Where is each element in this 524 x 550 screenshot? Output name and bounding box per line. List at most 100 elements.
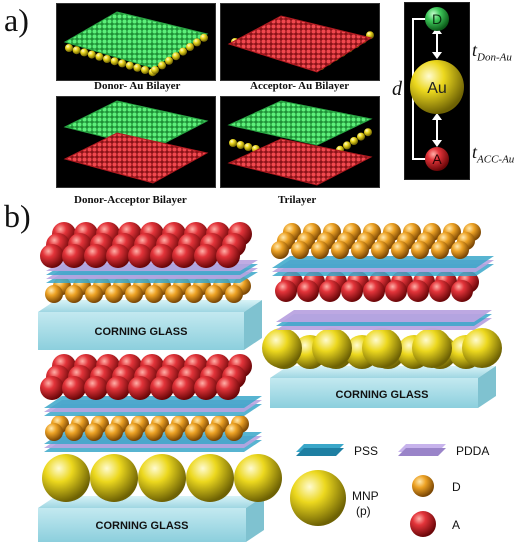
acceptor-sphere — [40, 244, 64, 268]
acceptor-sphere — [429, 280, 451, 302]
gold-nanoparticle — [80, 48, 89, 57]
acceptor-sphere — [84, 244, 108, 268]
caption-trilayer: Trilayer — [278, 194, 317, 206]
mnp-sphere — [462, 328, 502, 368]
acceptor-sphere — [62, 244, 86, 268]
stack-1-glass-front — [38, 312, 244, 350]
gold-nanoparticle — [151, 66, 159, 74]
stack-2-substrate-label: CORNING GLASS — [336, 389, 429, 401]
gold-nanoparticle — [141, 66, 149, 74]
t-acc-au-main: t — [472, 142, 478, 162]
stack-1-substrate-label: CORNING GLASS — [95, 326, 188, 338]
mnp-sphere — [186, 454, 234, 502]
gold-node-label: Au — [427, 80, 447, 97]
gold-nanoparticle — [103, 55, 111, 63]
t-don-au-label: tDon-Au — [472, 40, 512, 64]
stack-3: CORNING GLASS — [38, 354, 282, 542]
distance-label: d — [392, 78, 402, 100]
acceptor-sphere — [150, 376, 174, 400]
donor-sphere — [205, 423, 223, 441]
donor-sphere — [225, 423, 243, 441]
donor-sphere — [371, 241, 389, 259]
caption-donor-acceptor-bilayer: Donor-Acceptor Bilayer — [74, 194, 187, 206]
stack-3-substrate-label: CORNING GLASS — [96, 520, 189, 532]
donor-sphere — [185, 423, 203, 441]
donor-sphere — [125, 423, 143, 441]
donor-sphere — [451, 241, 469, 259]
donor-sphere — [185, 285, 203, 303]
gold-nanoparticle — [72, 46, 81, 55]
panel-b-label: b) — [4, 198, 31, 234]
gold-nanoparticle — [200, 33, 208, 42]
gold-nanoparticle — [172, 52, 180, 61]
acceptor-sphere — [297, 280, 319, 302]
acceptor-sphere — [128, 376, 152, 400]
acceptor-sphere — [216, 376, 240, 400]
acceptor-sphere — [363, 280, 385, 302]
legend-donor-sphere — [412, 475, 434, 497]
donor-sphere — [145, 285, 163, 303]
gold-nanoparticle — [165, 56, 173, 65]
stack-1: CORNING GLASS — [38, 222, 262, 350]
donor-sphere — [105, 285, 123, 303]
stack-2-glass-top — [270, 366, 496, 378]
donor-node-label: D — [432, 11, 442, 27]
acceptor-sphere — [385, 280, 407, 302]
donor-sphere — [105, 423, 123, 441]
donor-sphere — [165, 285, 183, 303]
donor-sphere — [125, 285, 143, 303]
gold-nanoparticle — [350, 137, 358, 145]
gold-nanoparticle — [87, 50, 96, 59]
acceptor-au-bilayer-illustration — [227, 15, 374, 73]
donor-sphere — [431, 241, 449, 259]
gold-nanoparticle — [186, 43, 194, 51]
caption-donor-au-bilayer: Donor- Au Bilayer — [94, 80, 181, 92]
donor-sphere — [311, 241, 329, 259]
acceptor-node-circle — [425, 147, 449, 171]
panel-a-label: a) — [4, 2, 29, 38]
donor-node-circle — [425, 7, 449, 31]
gold-nanoparticle — [158, 61, 166, 70]
t-acc-au-subscript: ACC-Au — [477, 153, 515, 166]
legend-pss-label: PSS — [354, 444, 378, 458]
donor-sphere — [145, 423, 163, 441]
donor-sphere — [45, 423, 63, 441]
acceptor-sphere — [194, 244, 218, 268]
legend: PSS PDDA MNP (p) D A — [290, 444, 489, 537]
gold-nanoparticle — [95, 52, 104, 61]
acceptor-sphere — [172, 376, 196, 400]
donor-sphere — [411, 241, 429, 259]
donor-acceptor-bilayer-illustration — [63, 100, 209, 184]
gold-nanoparticle — [110, 57, 119, 66]
acceptor-sphere — [216, 244, 240, 268]
gold-nanoparticle — [236, 141, 245, 149]
donor-sphere — [225, 285, 243, 303]
donor-sphere — [205, 285, 223, 303]
gold-nanoparticle — [357, 132, 365, 141]
legend-mnp-label: MNP — [352, 489, 379, 503]
gold-nanoparticle — [364, 128, 372, 137]
donor-sphere — [391, 241, 409, 259]
gold-nanoparticle — [229, 139, 237, 147]
donor-sphere — [351, 241, 369, 259]
acceptor-node-label: A — [432, 151, 442, 167]
gold-nanoparticle — [118, 59, 127, 68]
t-don-au-main: t — [472, 40, 478, 60]
mnp-sphere — [90, 454, 138, 502]
stack-3-glass-front — [38, 508, 246, 542]
donor-sphere — [291, 241, 309, 259]
acceptor-sphere — [40, 376, 64, 400]
acceptor-sphere — [341, 280, 363, 302]
gold-nanoparticle — [244, 143, 253, 151]
mnp-sphere — [262, 328, 302, 368]
thumbnail-donor-acceptor-bilayer — [56, 96, 216, 188]
stack-2-glass-front — [270, 378, 478, 408]
acceptor-sphere — [451, 280, 473, 302]
donor-sphere — [165, 423, 183, 441]
donor-sphere — [65, 423, 83, 441]
thumbnail-donor-au-bilayer — [56, 3, 216, 81]
acceptor-sphere — [172, 244, 196, 268]
acceptor-sphere — [106, 244, 130, 268]
trilayer-illustration — [227, 100, 373, 186]
